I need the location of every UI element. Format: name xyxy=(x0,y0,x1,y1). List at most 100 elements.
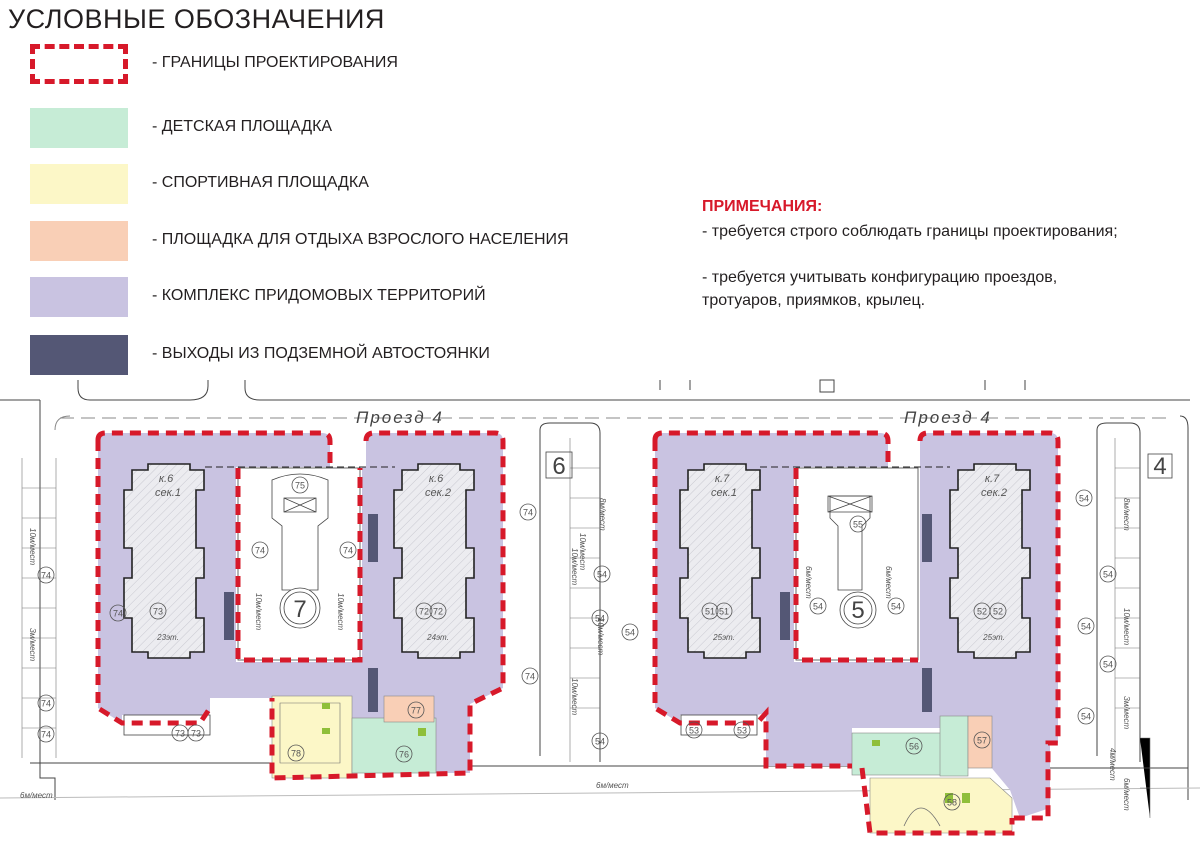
building-name: к.6 xyxy=(159,473,174,485)
parking-label: 8м/мест xyxy=(598,498,607,531)
circle-marker-ring xyxy=(1099,655,1117,673)
circle-marker-label: 74 xyxy=(41,699,51,709)
circle-marker-label: 76 xyxy=(399,750,409,760)
circle-marker-label: 54 xyxy=(1081,712,1091,722)
circle-marker: 74 xyxy=(37,694,55,712)
legend-label: - ВЫХОДЫ ИЗ ПОДЗЕМНОЙ АВТОСТОЯНКИ xyxy=(152,345,490,362)
legend-swatch-sport xyxy=(30,164,128,204)
legend-item-sport: - СПОРТИВНАЯ ПЛОЩАДКА xyxy=(30,164,590,204)
circle-marker-ring xyxy=(187,724,205,742)
circle-marker-label: 57 xyxy=(977,736,987,746)
circle-marker-label: 51 xyxy=(719,607,729,617)
circle-marker-ring xyxy=(287,744,305,762)
circle-marker-ring xyxy=(251,541,269,559)
circle-marker-ring xyxy=(1075,489,1093,507)
circle-marker-ring xyxy=(685,721,703,739)
circle-marker-label: 72 xyxy=(433,607,443,617)
parking-label: Зм/мест xyxy=(1122,696,1131,729)
circle-marker-label: 53 xyxy=(689,726,699,736)
circle-marker-ring xyxy=(37,725,55,743)
circle-marker-ring xyxy=(715,602,733,620)
circle-marker-ring xyxy=(291,476,309,494)
circle-marker-label: 78 xyxy=(291,749,301,759)
circle-marker-label: 56 xyxy=(909,742,919,752)
big-numbers: 7 6 5 4 xyxy=(283,451,1173,625)
notes-heading: ПРИМЕЧАНИЯ: xyxy=(702,198,823,215)
circle-marker: 74 xyxy=(521,667,539,685)
legend-item-yard: - КОМПЛЕКС ПРИДОМОВЫХ ТЕРРИТОРИЙ xyxy=(30,277,590,317)
building-floors: 24эт. xyxy=(426,633,449,642)
circle-marker: 54 xyxy=(1099,655,1117,673)
circle-marker: 75 xyxy=(291,476,309,494)
legend-item-children: - ДЕТСКАЯ ПЛОЩАДКА xyxy=(30,108,590,148)
circle-marker: 74 xyxy=(339,541,357,559)
circle-marker-ring xyxy=(973,731,991,749)
circle-marker-ring xyxy=(887,597,905,615)
circle-marker: 54 xyxy=(593,565,611,583)
circle-marker-ring xyxy=(521,667,539,685)
legend-swatch-boundary xyxy=(30,44,128,84)
circle-marker-label: 54 xyxy=(1079,494,1089,504)
note-line: тротуаров, приямков, крылец. xyxy=(702,292,926,309)
circle-marker-label: 74 xyxy=(525,672,535,682)
legend-label: - ГРАНИЦЫ ПРОЕКТИРОВАНИЯ xyxy=(152,54,398,71)
circle-marker-ring xyxy=(519,503,537,521)
circle-marker: 54 xyxy=(1077,617,1095,635)
circle-marker: 53 xyxy=(685,721,703,739)
circle-marker-ring xyxy=(849,515,867,533)
circle-marker-ring xyxy=(943,793,961,811)
big-number: 4 xyxy=(1153,453,1166,480)
legend-title: УСЛОВНЫЕ ОБОЗНАЧЕНИЯ xyxy=(8,4,385,34)
circle-marker: 54 xyxy=(621,623,639,641)
legend-label: - ДЕТСКАЯ ПЛОЩАДКА xyxy=(152,118,333,135)
building-name: к.7 xyxy=(715,473,730,485)
road-label: Проезд 4 xyxy=(356,408,444,427)
circle-marker-ring xyxy=(593,565,611,583)
legend-label: - ПЛОЩАДКА ДЛЯ ОТДЫХА ВЗРОСЛОГО НАСЕЛЕНИ… xyxy=(152,231,569,248)
circle-marker-ring xyxy=(621,623,639,641)
big-number: 6 xyxy=(552,453,565,480)
note-spacer xyxy=(702,243,1118,266)
parking-label: 10м/мест xyxy=(1122,608,1131,645)
circle-marker-ring xyxy=(339,541,357,559)
circle-marker: 58 xyxy=(943,793,961,811)
note-line: - требуется строго соблюдать границы про… xyxy=(702,223,1118,240)
circle-marker: 54 xyxy=(1099,565,1117,583)
circle-marker-ring xyxy=(407,701,425,719)
circle-marker-label: 77 xyxy=(411,706,421,716)
circle-marker-label: 55 xyxy=(853,520,863,530)
parking-label: 6м/мест xyxy=(1122,778,1131,811)
circle-marker-ring xyxy=(809,597,827,615)
circle-marker-ring xyxy=(109,604,127,622)
circle-marker-label: 54 xyxy=(595,614,605,624)
legend-label: - КОМПЛЕКС ПРИДОМОВЫХ ТЕРРИТОРИЙ xyxy=(152,287,486,304)
building-section: сек.2 xyxy=(425,487,451,499)
circle-marker: 74 xyxy=(109,604,127,622)
parking-label: 6м/мест xyxy=(884,566,893,599)
circle-marker: 74 xyxy=(37,566,55,584)
parking-label: 10м/мест xyxy=(596,618,605,655)
circle-marker-label: 74 xyxy=(343,546,353,556)
design-boundaries xyxy=(95,430,1061,836)
circle-marker-ring xyxy=(415,602,433,620)
parking-label: 10м/мест xyxy=(570,548,579,585)
notes: ПРИМЕЧАНИЯ: - требуется строго соблюдать… xyxy=(702,198,1118,312)
parking-label: 4м/мест xyxy=(1108,748,1117,781)
circle-marker: 51 xyxy=(701,602,719,620)
big-number: 5 xyxy=(851,597,864,624)
parking-label: 6м/мест xyxy=(596,781,629,790)
circle-marker-ring xyxy=(701,602,719,620)
circle-marker-label: 54 xyxy=(1081,622,1091,632)
circle-marker: 51 xyxy=(715,602,733,620)
circle-marker: 72 xyxy=(429,602,447,620)
road-label: Проезд 4 xyxy=(904,408,992,427)
building-name: к.6 xyxy=(429,473,444,485)
circle-marker-label: 58 xyxy=(947,798,957,808)
circle-marker-label: 73 xyxy=(153,607,163,617)
circle-marker-label: 74 xyxy=(113,609,123,619)
circle-marker-label: 75 xyxy=(295,481,305,491)
building-name: к.7 xyxy=(985,473,1000,485)
circle-marker: 54 xyxy=(887,597,905,615)
circle-marker-label: 73 xyxy=(175,729,185,739)
